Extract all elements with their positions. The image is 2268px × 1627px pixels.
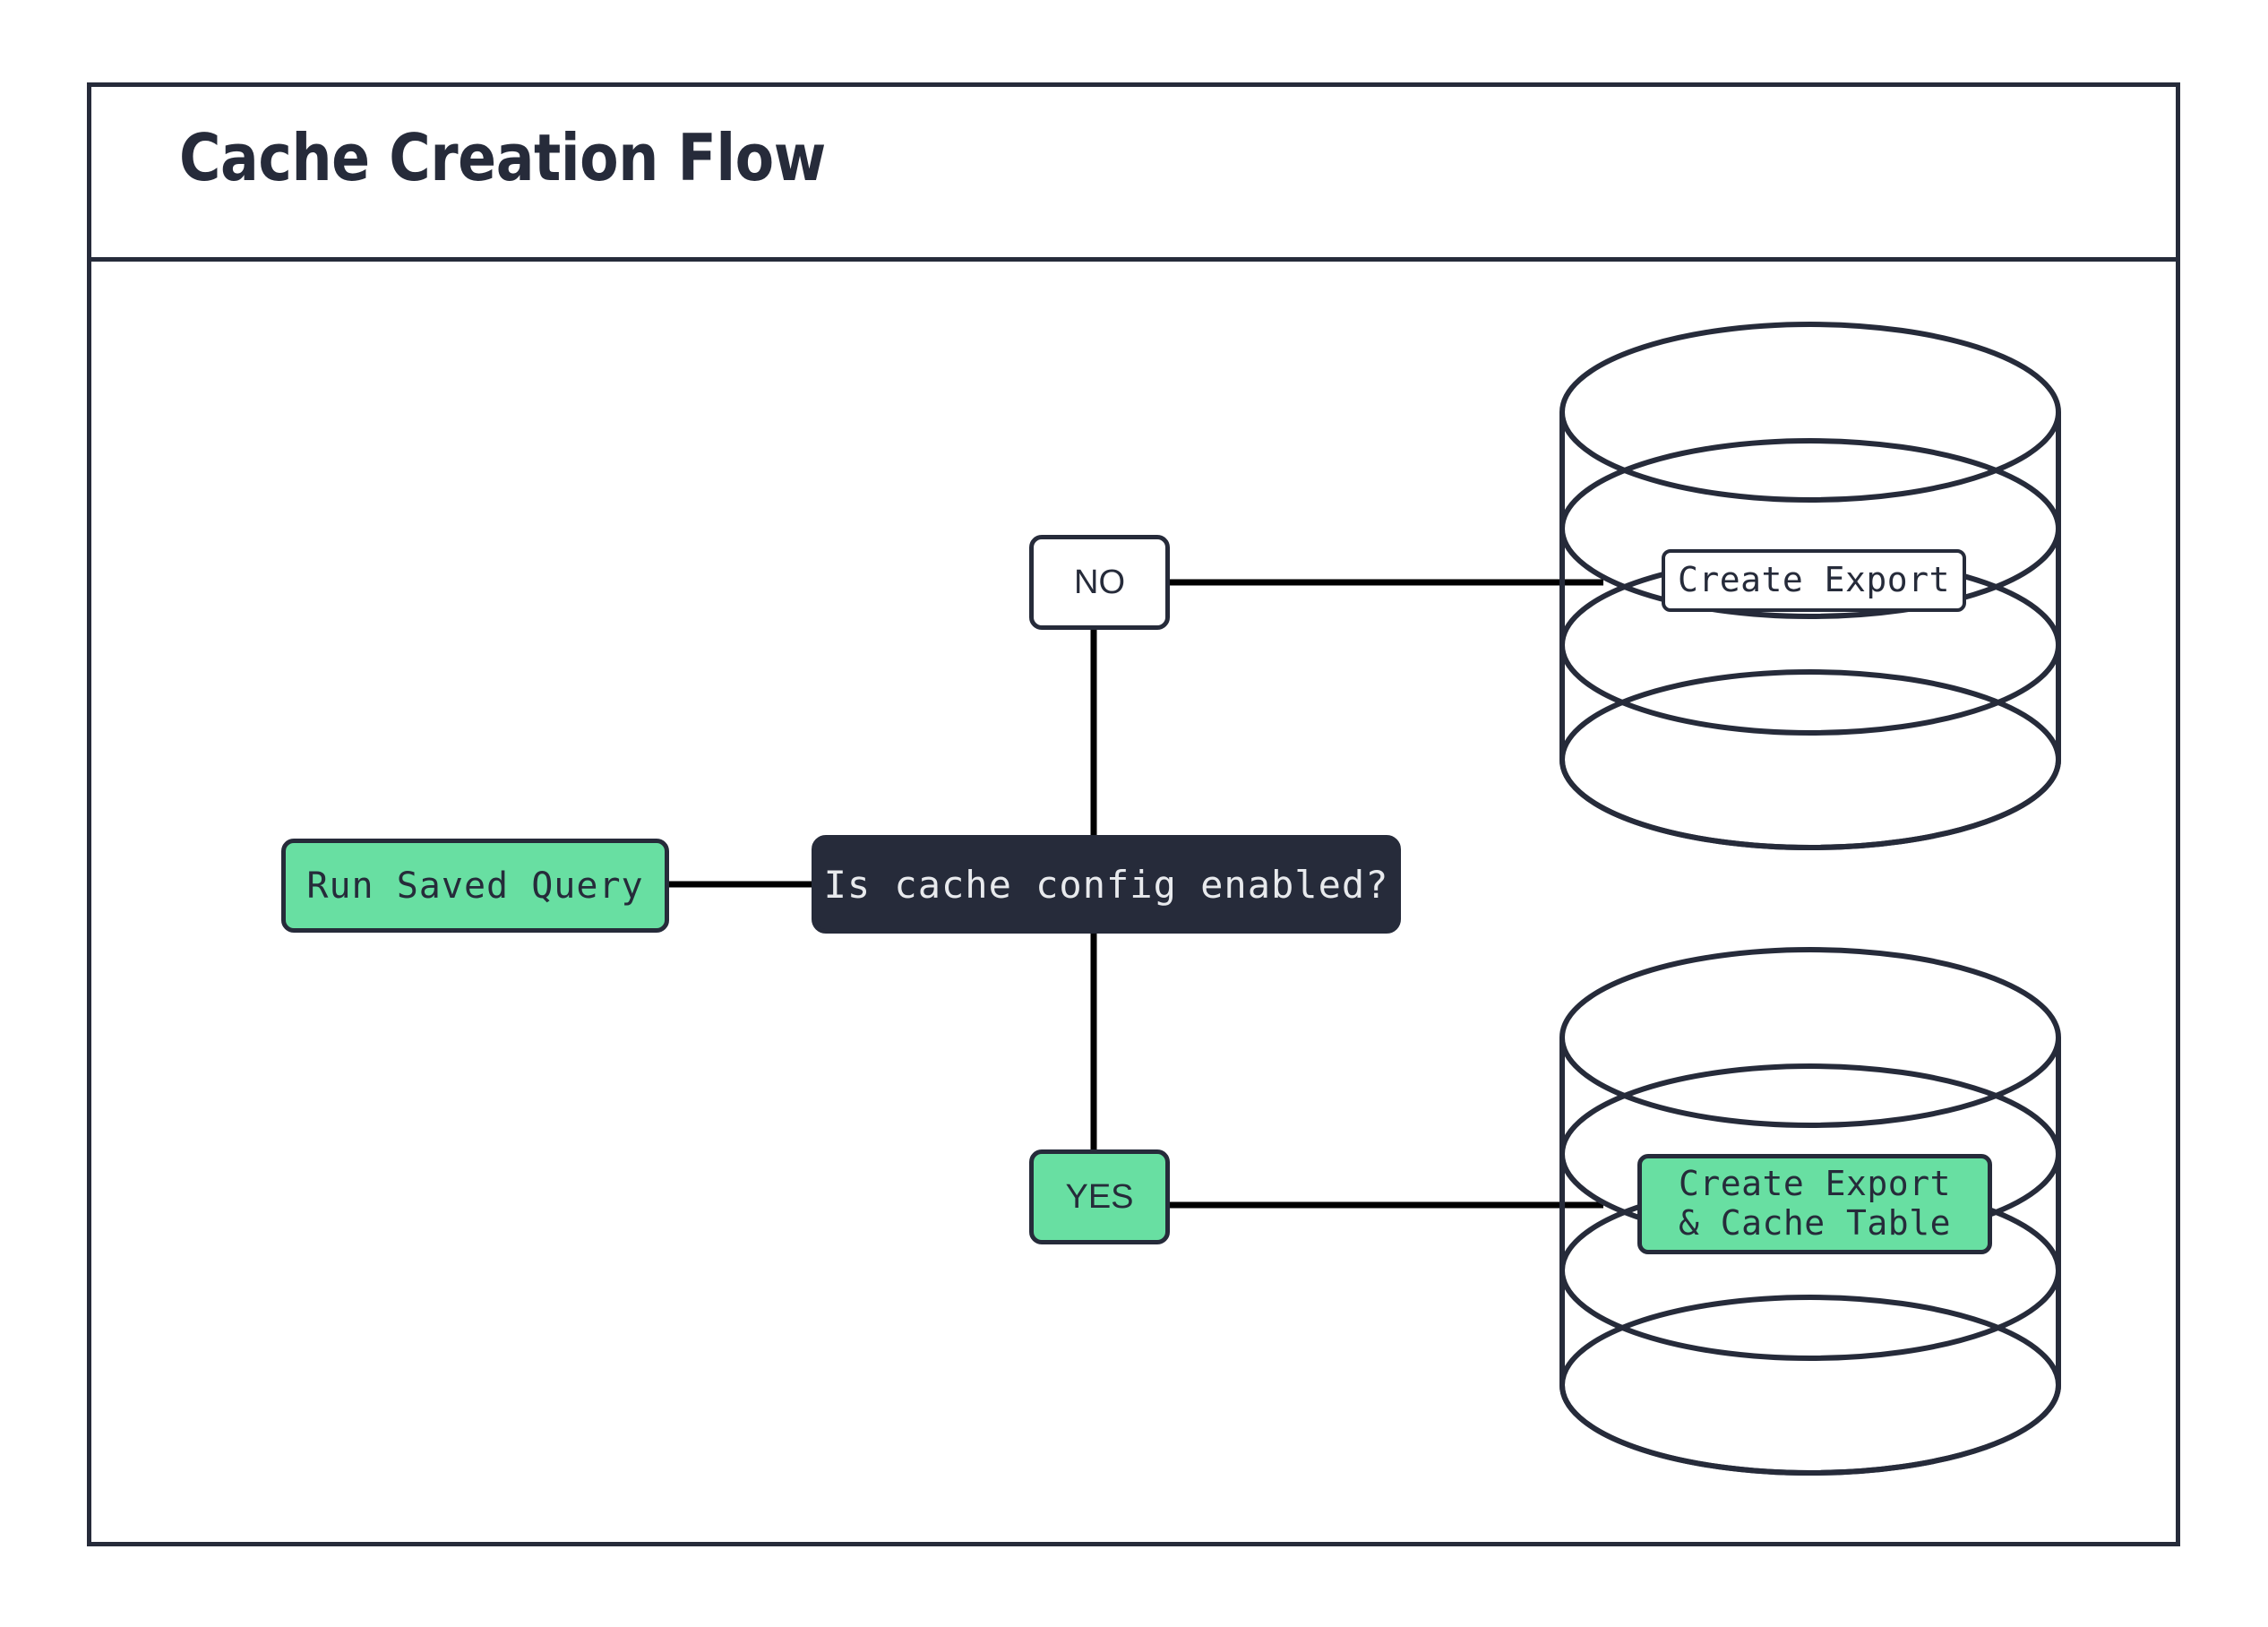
diagram-frame (87, 82, 2180, 1546)
edge-label-no[interactable]: NO (1029, 535, 1170, 630)
node-label-create-export[interactable]: Create Export (1662, 549, 1966, 612)
edge-label-yes[interactable]: YES (1029, 1149, 1170, 1244)
node-run-saved-query[interactable]: Run Saved Query (281, 839, 669, 933)
diagram-header (87, 82, 2180, 262)
node-decision-is-cache-config-enabled[interactable]: Is cache config enabled? (812, 835, 1401, 934)
page-title: Cache Creation Flow (179, 120, 826, 195)
node-label-create-export-and-cache-table[interactable]: Create Export & Cache Table (1637, 1154, 1992, 1254)
